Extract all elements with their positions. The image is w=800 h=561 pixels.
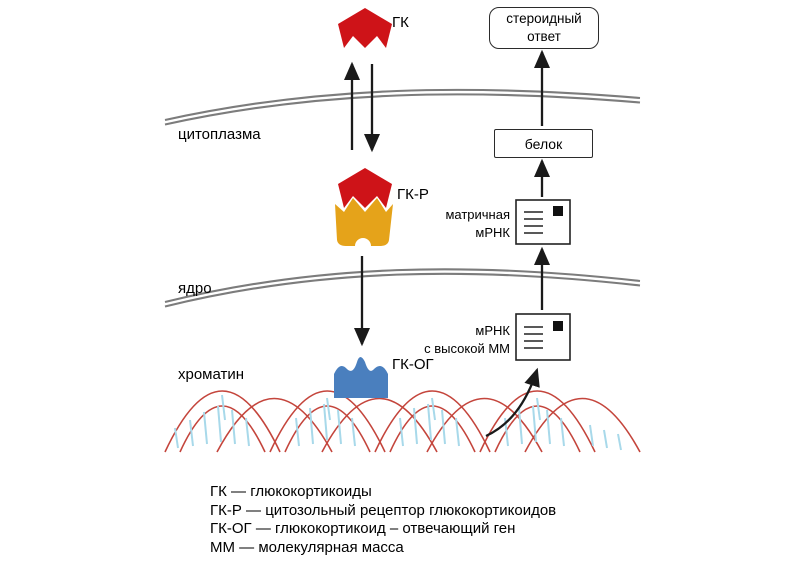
matrix-mrna-envelope-icon [515,199,571,245]
cytoplasm-membrane [164,88,641,126]
nucleus-membrane [164,268,641,308]
chromatin-dna-ticks [174,394,622,451]
steroid-response-box: стероидный ответ [489,7,599,49]
chromatin-loops [164,390,641,453]
gkr-label: ГК-Р [397,186,429,203]
gkr-receptor-shape [335,198,393,246]
legend-line-gk: ГК — глюкокортикоиды [210,483,372,500]
legend-line-gkr: ГК-Р — цитозольный рецептор глюкокортико… [210,501,557,519]
cytoplasm-label: цитоплазма [178,126,261,143]
matrix-mrna-label: матричная мРНК [445,207,510,240]
transcription-arrow [485,367,540,438]
gkr-ligand-shape [338,168,392,208]
gkog-gene-shape [334,357,388,398]
protein-box: белок [494,129,593,158]
chromatin-label: хроматин [178,366,245,383]
legend-line-gkog: ГК-ОГ — глюкокортикоид – отвечающий ген [210,520,516,538]
gkog-label: ГК-ОГ [392,356,434,373]
gk-label: ГК [392,14,409,31]
gk-molecule-shape [338,8,392,48]
legend: ГК — глюкокортикоиды ГК-Р — цитозольный … [210,483,556,557]
highmm-mrna-label: мРНК с высокой ММ [424,323,510,356]
nucleus-label: ядро [178,280,212,297]
highmm-mrna-envelope-icon [515,313,571,361]
legend-line-mm: ММ — молекулярная масса [210,538,404,556]
